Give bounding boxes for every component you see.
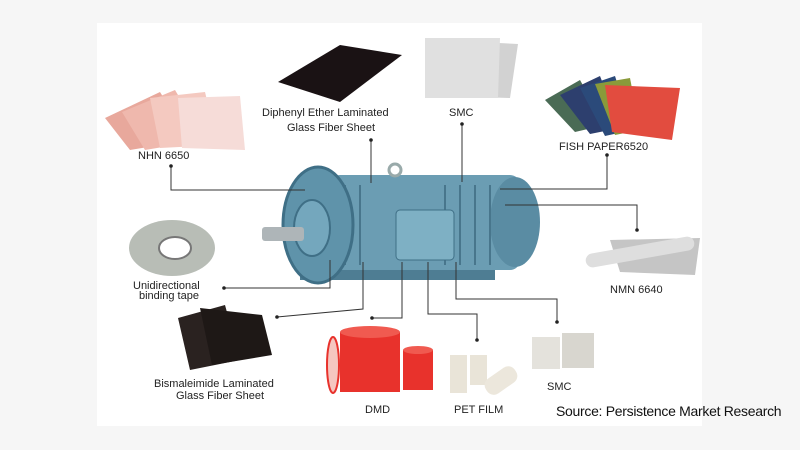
label-bismaleimide-line2: Glass Fiber Sheet (176, 390, 265, 402)
label-diphenyl-line2: Glass Fiber Sheet (287, 122, 376, 134)
label-pet-film: PET FILM (454, 404, 504, 416)
label-nmn-6640: NMN 6640 (610, 284, 663, 296)
nhn-6650-sheets (105, 90, 245, 150)
label-bismaleimide-line1: Bismaleimide Laminated (154, 378, 274, 390)
label-diphenyl-line1: Diphenyl Ether Laminated (262, 107, 389, 119)
label-tape-line1: Unidirectional (133, 280, 200, 292)
label-smc-bottom: SMC (547, 381, 572, 393)
pet-film-rolls (450, 355, 518, 395)
leader-dots (169, 122, 639, 342)
label-smc-top: SMC (449, 107, 474, 119)
nmn-6640-roll (585, 236, 700, 275)
dmd-rolls (326, 326, 433, 394)
source-credit: Source: Persistence Market Research (556, 403, 782, 419)
label-tape-line2: binding tape (139, 290, 199, 302)
label-fish-paper: FISH PAPER6520 (559, 141, 649, 153)
electric-motor (262, 162, 540, 285)
label-dmd: DMD (365, 404, 391, 416)
smc-top-sheets (425, 38, 518, 98)
leader-lines (170, 124, 638, 340)
fish-paper-sheets (545, 76, 680, 140)
smc-bottom-blocks (532, 333, 594, 369)
label-nhn-6650: NHN 6650 (138, 150, 190, 162)
binding-tape-roll (129, 220, 215, 276)
diphenyl-sheet (278, 45, 402, 102)
bismaleimide-sheets (178, 305, 272, 370)
